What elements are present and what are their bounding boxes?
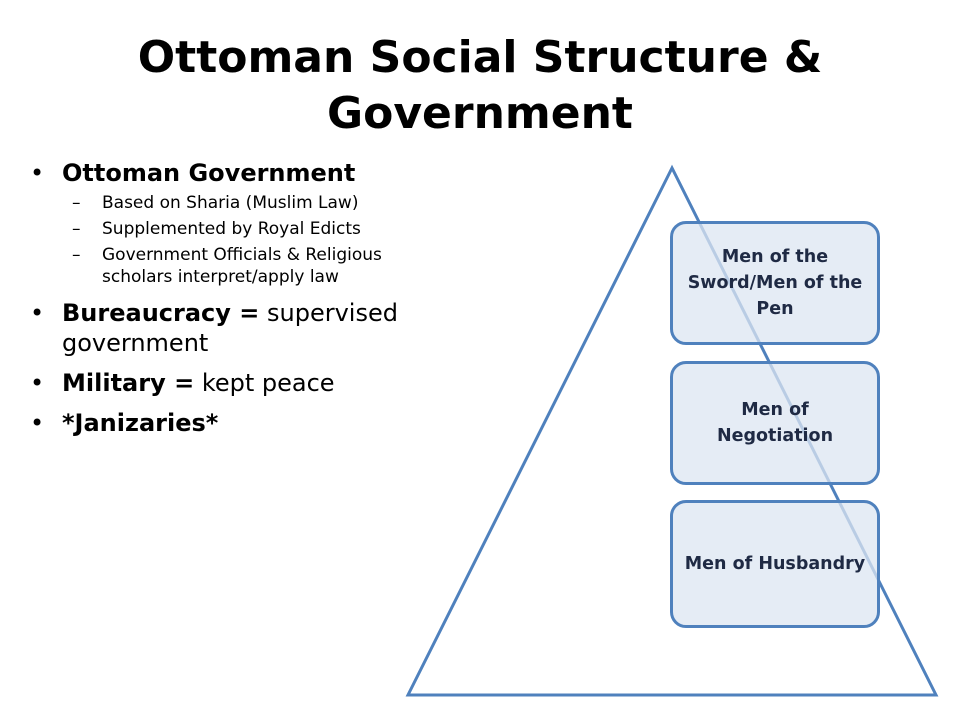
bullet-text: supervised government bbox=[62, 299, 398, 357]
slide-title: Ottoman Social Structure & Government bbox=[137, 32, 823, 139]
tier-box-husbandry: Men of Husbandry bbox=[670, 500, 880, 628]
tier-label: Men of Negotiation bbox=[716, 400, 834, 446]
bullet-janizaries: *Janizaries* bbox=[30, 408, 400, 438]
bullet-label: Bureaucracy = bbox=[62, 299, 260, 327]
bullet-label: Military = bbox=[62, 369, 195, 397]
bullet-ottoman-government: Ottoman Government bbox=[30, 158, 400, 188]
bullet-text: kept peace bbox=[194, 369, 335, 397]
dash-marker: – bbox=[72, 219, 81, 239]
sub-bullet-text: Government Officials & Religious scholar… bbox=[102, 245, 382, 287]
sub-bullet-royal-edicts: – Supplemented by Royal Edicts bbox=[30, 218, 400, 240]
tier-label: Men of Husbandry bbox=[684, 554, 866, 574]
sub-bullet-text: Based on Sharia (Muslim Law) bbox=[102, 193, 359, 213]
bullet-bureaucracy: Bureaucracy = supervised government bbox=[30, 298, 400, 358]
bullet-label: *Janizaries* bbox=[62, 409, 219, 437]
sub-bullet-text: Supplemented by Royal Edicts bbox=[102, 219, 361, 239]
sub-bullet-sharia: – Based on Sharia (Muslim Law) bbox=[30, 192, 400, 214]
tier-box-negotiation: Men of Negotiation bbox=[670, 361, 880, 485]
tier-box-sword-pen: Men of the Sword/Men of the Pen bbox=[670, 221, 880, 345]
tier-label: Men of the Sword/Men of the Pen bbox=[687, 247, 863, 319]
bullet-label: Ottoman Government bbox=[62, 159, 356, 187]
bullet-military: Military = kept peace bbox=[30, 368, 400, 398]
dash-marker: – bbox=[72, 193, 81, 213]
bullet-list: Ottoman Government – Based on Sharia (Mu… bbox=[30, 158, 400, 438]
sub-bullet-officials: – Government Officials & Religious schol… bbox=[30, 244, 400, 288]
dash-marker: – bbox=[72, 245, 81, 265]
